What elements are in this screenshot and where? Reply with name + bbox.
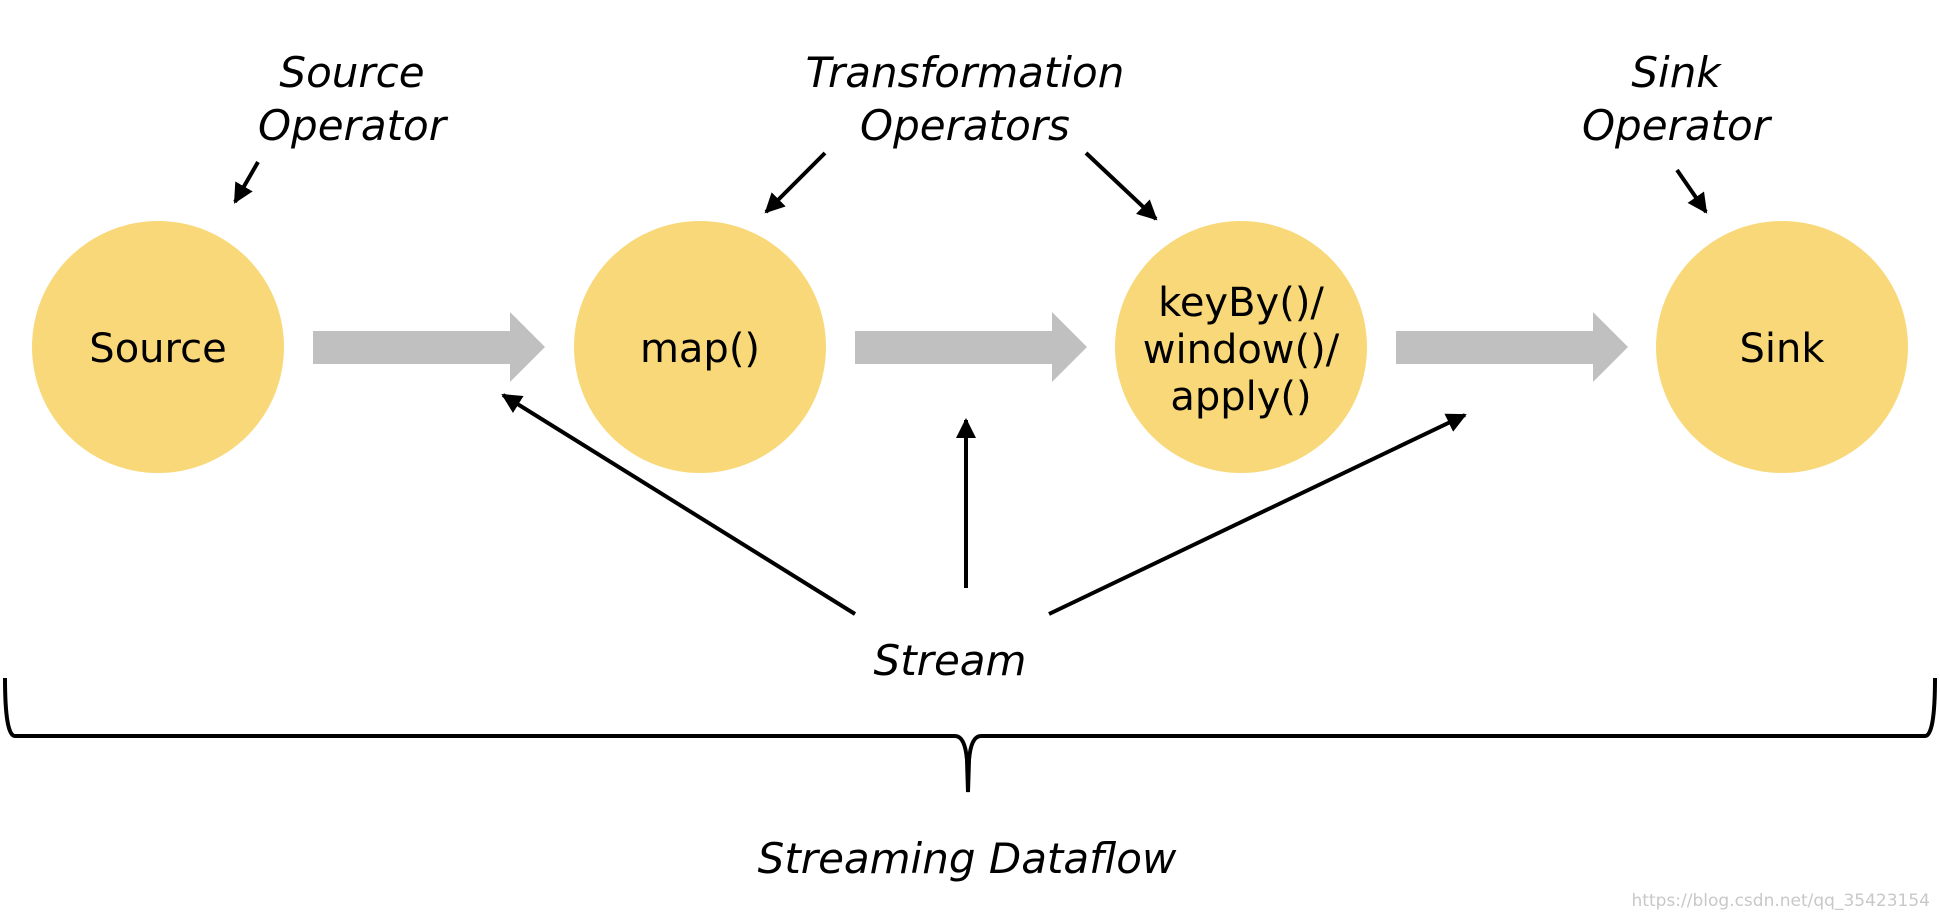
keyby-node-label-line-2: window()/ <box>1143 327 1340 373</box>
source-operator-label-line-2: Operator <box>258 101 449 150</box>
keyby-node-label-line-1: keyBy()/ <box>1158 280 1324 326</box>
keyby-window-apply-node: keyBy()/ window()/ apply() <box>1115 221 1367 473</box>
source-node-label: Source <box>89 326 226 372</box>
sink-operator-label-line-1: Sink <box>1631 48 1722 97</box>
map-node: map() <box>574 221 826 473</box>
sink-node-label: Sink <box>1739 326 1825 372</box>
source-operator-label-line-1: Source <box>279 48 424 97</box>
transformation-to-map-pointer-arrow <box>764 151 827 214</box>
source-operator-label: Source Operator <box>258 48 449 150</box>
sink-node: Sink <box>1656 221 1908 473</box>
stream-pointer-arrow-right <box>1048 413 1467 616</box>
stream-label: Stream <box>874 636 1027 685</box>
source-operator-pointer-arrow <box>233 161 260 204</box>
transformation-operators-label: Transformation Operators <box>806 48 1125 150</box>
source-node: Source <box>32 221 284 473</box>
keyby-node-label-line-3: apply() <box>1170 374 1311 420</box>
transformation-operators-label-line-2: Operators <box>860 101 1070 150</box>
map-node-label: map() <box>640 326 760 372</box>
sink-operator-pointer-arrow <box>1675 168 1708 214</box>
dataflow-brace <box>3 677 1937 793</box>
sink-operator-label: Sink Operator <box>1582 48 1773 150</box>
sink-operator-label-line-2: Operator <box>1582 101 1773 150</box>
transformation-to-keyby-pointer-arrow <box>1084 151 1158 221</box>
flow-arrow-map-to-keyby <box>855 312 1087 382</box>
watermark-text: https://blog.csdn.net/qq_35423154 <box>1632 891 1930 911</box>
flow-arrow-source-to-map <box>313 312 545 382</box>
transformation-operators-label-line-1: Transformation <box>806 48 1125 97</box>
stream-pointer-arrow-left <box>501 393 857 616</box>
flow-arrow-keyby-to-sink <box>1396 312 1628 382</box>
streaming-dataflow-label: Streaming Dataflow <box>758 834 1177 883</box>
